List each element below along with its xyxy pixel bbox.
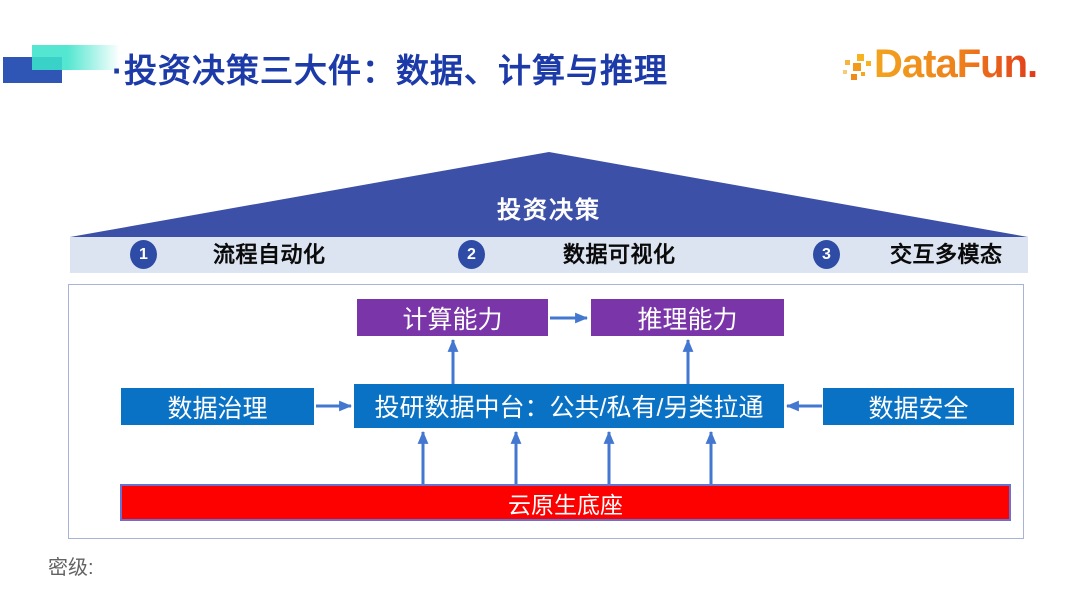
band-number-3: 3 bbox=[813, 240, 840, 269]
band-number-2: 2 bbox=[458, 240, 485, 269]
box-research-data-platform: 投研数据中台：公共/私有/另类拉通 bbox=[354, 384, 784, 428]
logo-wordmark: DataFun. bbox=[874, 42, 1038, 86]
box-data-governance: 数据治理 bbox=[121, 388, 314, 425]
band-number-1: 1 bbox=[130, 240, 157, 269]
architecture-diagram: 计算能力 推理能力 数据治理 投研数据中台：公共/私有/另类拉通 数据安全 云原… bbox=[68, 284, 1024, 539]
band-item-multimodal-interaction: 交互多模态 bbox=[890, 242, 1003, 267]
datafun-logo: DataFun. bbox=[843, 42, 1053, 98]
box-cloud-native-base: 云原生底座 bbox=[120, 484, 1011, 521]
pyramid-band: 1 流程自动化 2 数据可视化 3 交互多模态 bbox=[70, 237, 1028, 273]
classification-label: 密级: bbox=[48, 557, 94, 579]
box-reasoning-capability: 推理能力 bbox=[591, 299, 784, 336]
title-accent-teal-square bbox=[32, 45, 120, 70]
box-compute-capability: 计算能力 bbox=[357, 299, 548, 336]
box-data-security: 数据安全 bbox=[823, 388, 1014, 425]
band-item-process-automation: 流程自动化 bbox=[213, 242, 326, 267]
pyramid-roof-label: 投资决策 bbox=[497, 197, 601, 224]
band-item-data-visualization: 数据可视化 bbox=[563, 242, 676, 267]
page-title: ·投资决策三大件：数据、计算与推理 bbox=[112, 52, 668, 89]
pyramid-roof: 投资决策 bbox=[70, 152, 1028, 237]
logo-pixels-icon bbox=[843, 54, 873, 84]
